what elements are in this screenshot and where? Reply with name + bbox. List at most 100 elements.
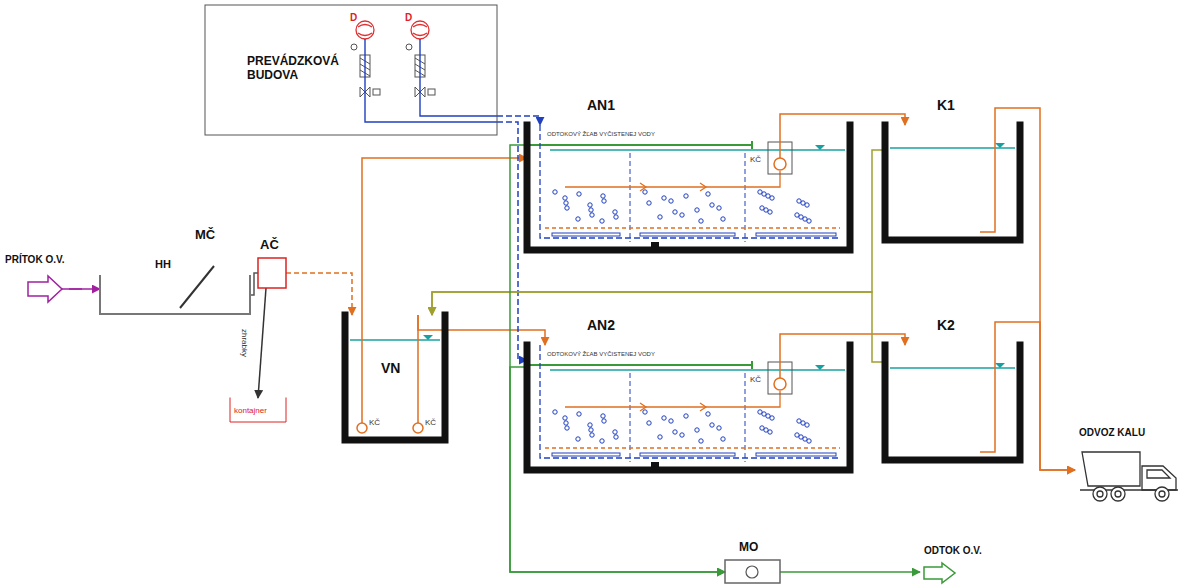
node-label: K1: [937, 97, 955, 113]
edge-label: zhrabky: [240, 328, 249, 358]
air-bubbles: [699, 219, 703, 223]
screenings-container-outline: [230, 398, 286, 422]
pump-label: KČ: [750, 376, 761, 385]
air-bubbles: [684, 194, 688, 198]
blower-set: [406, 44, 412, 50]
activation-tank-interior: [779, 125, 781, 158]
air-bubbles: [613, 210, 617, 214]
activation-tank-interior: [540, 125, 838, 238]
air-bubbles: [601, 194, 605, 198]
sludge-truck: [1082, 452, 1140, 486]
activation-tank-outline: [527, 345, 850, 470]
blower-set: [358, 25, 372, 36]
sludge-tank-interior: [995, 143, 1005, 148]
activation-tank-interior: [527, 144, 752, 146]
pipe-line: [286, 273, 352, 315]
activation-tank-interior: [751, 141, 753, 149]
building-box-outline: [205, 5, 497, 135]
activation-tank-interior: [545, 227, 840, 228]
trough-label: ODTOKOVÝ ŽĽAB VYČISTENEJ VODY: [547, 351, 655, 358]
pipe-line: [250, 273, 258, 295]
sludge-truck: [1097, 491, 1103, 497]
blower-set: [411, 21, 429, 39]
sludge-tank-outline: [885, 125, 1020, 240]
air-bubbles: [680, 213, 684, 217]
node-label: AN1: [587, 97, 615, 113]
pipe-line: [258, 288, 266, 398]
sludge-tank-interior: [980, 125, 995, 232]
activation-tank-interior: [565, 171, 780, 187]
sludge-tank-interior: [890, 147, 1015, 149]
screen-channel: MČ: [100, 276, 250, 314]
air-bubbles: [710, 203, 714, 207]
air-bubbles: [577, 192, 581, 196]
air-bubbles: [563, 196, 567, 200]
sludge-truck: [1115, 491, 1121, 497]
blower-set: [365, 39, 497, 122]
sludge-tank-outline: [885, 125, 1020, 240]
air-bubbles: [643, 190, 647, 194]
activation-tank: AN1: [527, 125, 850, 250]
air-bubbles: [669, 199, 673, 203]
air-bubbles: [564, 201, 568, 205]
blower-set: [360, 87, 425, 97]
pipe-line: [995, 322, 1075, 470]
sludge-tank: K2: [885, 345, 1020, 460]
air-bubbles: [553, 190, 811, 223]
pipe-line: [69, 288, 100, 290]
sludge-truck: [1111, 487, 1125, 501]
inflow-node: PRÍTOK O.V.: [5, 254, 69, 300]
air-bubbles: [553, 190, 557, 194]
blower-set: [351, 21, 497, 122]
activation-tank-outline: [527, 125, 850, 250]
blower-label: D: [350, 12, 357, 23]
node-label: ODVOZ KALU: [1079, 427, 1145, 439]
inflow-arrow: [28, 276, 62, 302]
air-bubbles: [807, 219, 811, 223]
activation-tank: AN2: [527, 345, 850, 470]
sludge-tank-outline: [885, 345, 1020, 460]
activation-tank-interior: [550, 149, 845, 151]
pipe-line: [418, 315, 545, 345]
air-bubbles: [721, 217, 725, 221]
pump-label: KČ: [425, 419, 436, 428]
sludge-tank-interior: [890, 345, 1015, 452]
sludge-truck: [1080, 452, 1178, 501]
storage-tank-interior: [413, 423, 423, 433]
air-bubbles: [565, 206, 569, 210]
activation-tank-interior: [552, 233, 620, 236]
blower-set: [356, 21, 374, 39]
node-label: MO: [739, 541, 758, 555]
air-bubbles: [805, 203, 809, 207]
storage-tank-interior: [362, 315, 418, 423]
node-label: AN2: [587, 317, 615, 333]
air-bubbles: [590, 213, 594, 217]
node-label: kontajner: [234, 406, 267, 415]
air-bubbles: [770, 196, 774, 200]
air-bubbles: [647, 201, 651, 205]
blower-set: [351, 44, 357, 50]
storage-tank-interior: [357, 423, 367, 433]
blower-set: [360, 58, 425, 76]
pipe-line: [497, 122, 527, 360]
activation-tank-interior: [527, 125, 845, 250]
storage-tank-interior: [350, 339, 440, 341]
air-bubbles: [600, 219, 604, 223]
activation-tank-interior: [527, 345, 845, 470]
node-label: AČ: [260, 238, 279, 253]
air-bubbles: [706, 192, 710, 196]
air-bubbles: [717, 206, 721, 210]
blower-set: [428, 89, 435, 95]
air-bubbles: [695, 208, 699, 212]
node-label: PREVÁDZKOVÁ BUDOVA: [247, 55, 352, 83]
bar-screen: [180, 266, 214, 308]
uv-unit: MO: [725, 560, 780, 583]
air-bubbles: [588, 203, 592, 207]
node-label: ODTOK O.V.: [924, 545, 982, 557]
blower-set: [420, 39, 497, 116]
trough-label: ODTOKOVÝ ŽĽAB VYČISTENEJ VODY: [547, 131, 655, 138]
pipe-line: [510, 145, 725, 572]
sludge-removal: ODVOZ KALU: [1075, 425, 1183, 505]
pipe-line: [432, 150, 885, 315]
uv-unit-outline: [725, 560, 780, 583]
